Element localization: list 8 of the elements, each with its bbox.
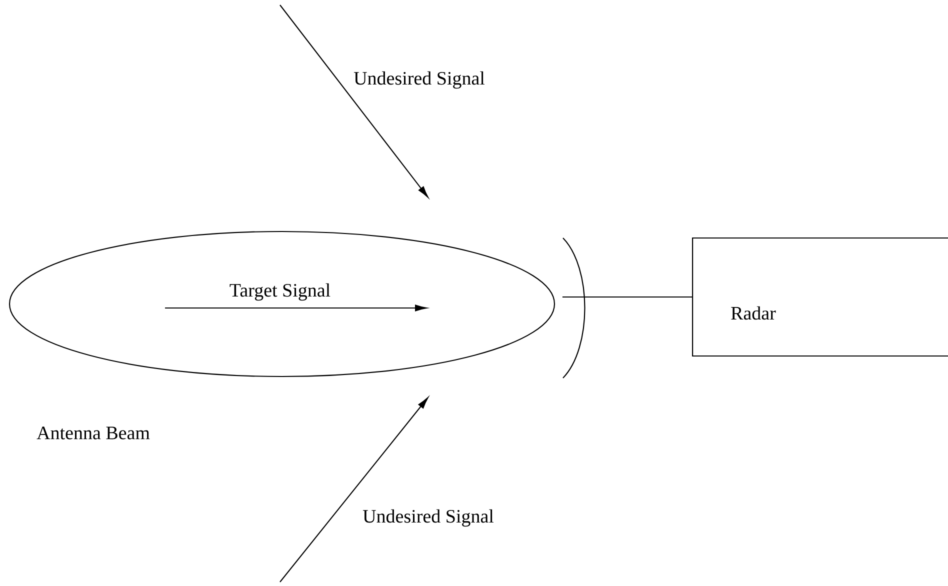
beam-caption: Antenna Beam xyxy=(36,426,150,440)
antenna-beam-ellipse xyxy=(8,230,556,378)
antenna-dish xyxy=(562,238,586,378)
signal-label: Undesired Signal xyxy=(362,509,494,527)
signal-label: Undesired Signal xyxy=(354,71,485,89)
signal-label: Target Signal xyxy=(230,283,330,301)
connector-line xyxy=(562,296,692,298)
radar-box: Radar xyxy=(692,237,948,357)
